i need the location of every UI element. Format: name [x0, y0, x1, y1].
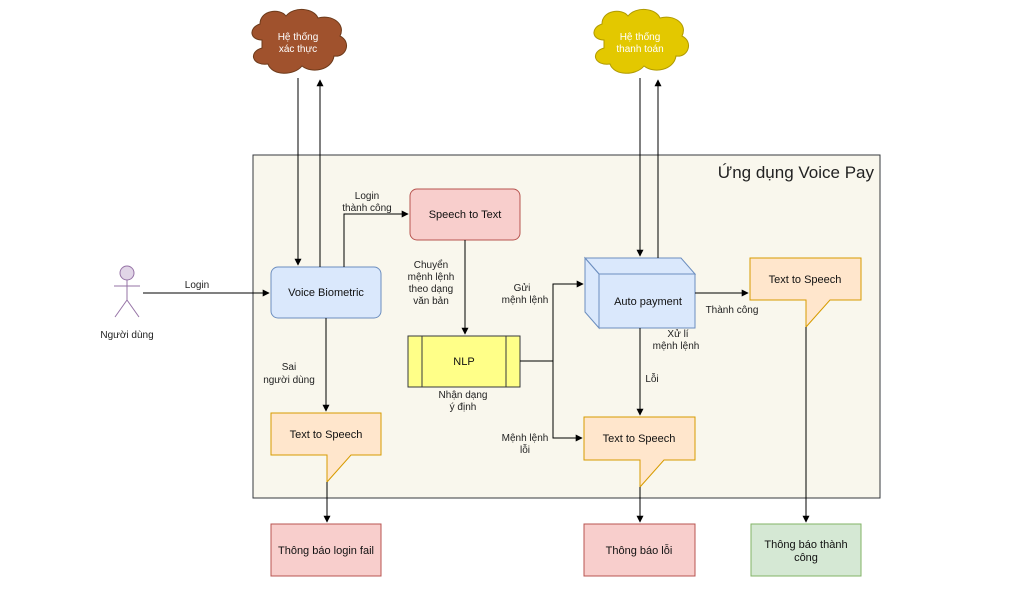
user-actor: [114, 265, 140, 318]
voice-biometric-label: Voice Biometric: [288, 287, 364, 299]
edge-label-convert-2: mệnh lệnh: [408, 272, 455, 283]
edge-label-intent-2: ý định: [450, 402, 477, 413]
edge-label-login-success-2: thành công: [342, 203, 392, 214]
auth-cloud-line2: xác thực: [279, 44, 317, 55]
edge-label-success: Thành công: [706, 305, 759, 316]
tts-right-label: Text to Speech: [769, 274, 842, 286]
edge-label-error: Lỗi: [645, 372, 658, 385]
tts-middle-node: [583, 416, 696, 489]
edge-label-process-1: Xử lí: [667, 328, 688, 340]
edge-nlp-to-tts-middle: [552, 361, 583, 442]
edge-label-convert-1: Chuyển: [414, 259, 448, 271]
edge-label-process-2: mệnh lệnh: [653, 341, 700, 352]
tts-left-label: Text to Speech: [290, 429, 363, 441]
actor-label: Người dùng: [100, 330, 153, 341]
auto-payment-node: [583, 256, 697, 330]
edge-label-wrong-user-1: Sai: [282, 362, 296, 373]
auth-cloud-line1: Hệ thống: [278, 31, 319, 43]
tts-right-node: [749, 257, 862, 329]
edges: [143, 78, 810, 523]
nlp-node: [407, 335, 521, 388]
error-notify-node: [583, 523, 696, 577]
edge-label-intent-1: Nhận dạng: [439, 390, 488, 401]
edge-label-command-error-2: lỗi: [520, 443, 530, 456]
edge-label-convert-4: văn bản: [413, 296, 449, 307]
error-notify-label: Thông báo lỗi: [606, 544, 673, 557]
edge-label-convert-3: theo dạng: [409, 284, 454, 295]
edge-nlp-to-payment: [520, 280, 584, 362]
payment-system-cloud: Hệ thống thanh toán: [593, 9, 690, 74]
login-fail-node: [270, 523, 382, 577]
success-notify-line1: Thông báo thành: [764, 539, 847, 551]
edge-biometric-to-stt: [343, 210, 409, 267]
nlp-label: NLP: [453, 356, 474, 368]
tts-middle-label: Text to Speech: [603, 433, 676, 445]
edge-label-command-error-1: Mệnh lệnh: [502, 433, 549, 444]
edge-label-send-command-2: mệnh lệnh: [502, 295, 549, 306]
login-fail-label: Thông báo login fail: [278, 545, 374, 557]
success-notify-line2: công: [794, 552, 818, 564]
tts-left-node: [270, 412, 382, 484]
edge-label-login-success-1: Login: [355, 191, 379, 202]
edge-label-wrong-user-2: người dùng: [263, 375, 315, 386]
payment-cloud-line2: thanh toán: [616, 44, 663, 55]
auth-system-cloud: Hệ thống xác thực: [251, 9, 348, 74]
success-notify-node: [750, 523, 862, 577]
edge-label-send-command-1: Gửi: [514, 282, 531, 294]
auto-payment-label: Auto payment: [614, 296, 682, 308]
speech-to-text-label: Speech to Text: [429, 209, 502, 221]
container-title: Ứng dụng Voice Pay: [718, 163, 875, 182]
payment-cloud-line1: Hệ thống: [620, 31, 661, 43]
edge-label-login: Login: [185, 280, 209, 291]
